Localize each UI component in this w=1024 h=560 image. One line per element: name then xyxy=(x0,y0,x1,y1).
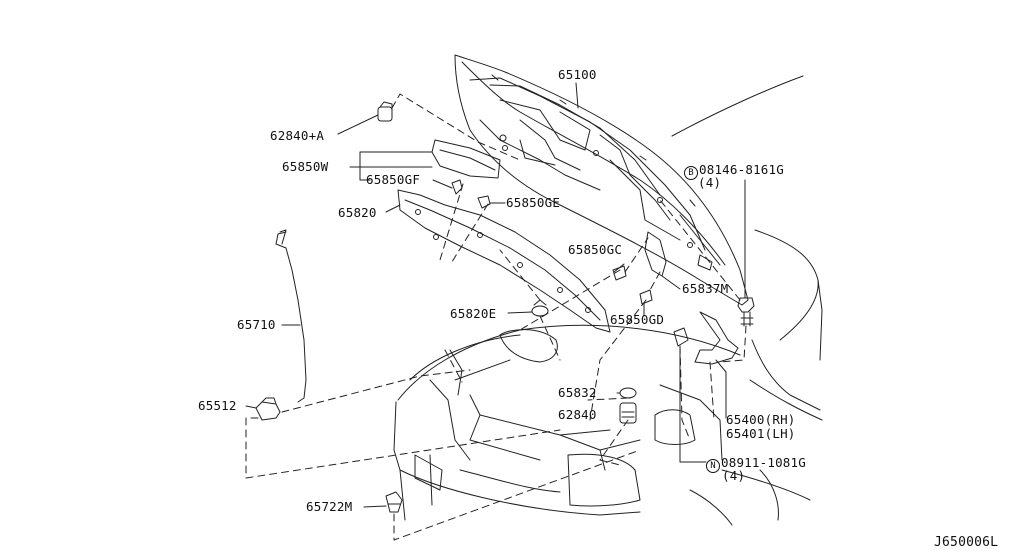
circled-n-marker: N xyxy=(706,459,720,473)
label-65400-rh: 65400(RH) xyxy=(726,412,796,427)
label-65850gf: 65850GF xyxy=(366,172,421,187)
label-65100: 65100 xyxy=(558,67,597,82)
label-65820: 65820 xyxy=(338,205,377,220)
circled-b-marker: B xyxy=(684,166,698,180)
part-number: 08911-1081G xyxy=(721,455,806,470)
car-body-outline xyxy=(393,75,823,526)
label-65837m: 65837M xyxy=(682,281,729,296)
hood-support-rod xyxy=(275,229,307,403)
label-08911-qty: (4) xyxy=(722,468,746,483)
label-62840-a: 62840+A xyxy=(270,128,325,143)
diagram-id: J650006L xyxy=(934,535,999,550)
hood-panel xyxy=(454,54,749,306)
hood-seal xyxy=(431,139,501,179)
label-65512: 65512 xyxy=(198,398,237,413)
label-65850ge: 65850GE xyxy=(506,195,561,210)
part-number: 08146-8161G xyxy=(699,162,784,177)
label-65832: 65832 xyxy=(558,385,597,400)
guide-lines-dashed xyxy=(245,93,747,541)
label-65401-lh: 65401(LH) xyxy=(726,426,796,441)
label-65820e: 65820E xyxy=(450,306,497,321)
label-65710: 65710 xyxy=(237,317,276,332)
label-65850w: 65850W xyxy=(282,159,329,174)
label-08146-qty: (4) xyxy=(698,175,722,190)
label-65722m: 65722M xyxy=(306,499,353,514)
label-65850gc: 65850GC xyxy=(568,242,623,257)
hood-insulator xyxy=(397,189,611,333)
leader-lines xyxy=(245,82,746,508)
label-65850gd: 65850GD xyxy=(610,312,665,327)
label-62840: 62840 xyxy=(558,407,597,422)
